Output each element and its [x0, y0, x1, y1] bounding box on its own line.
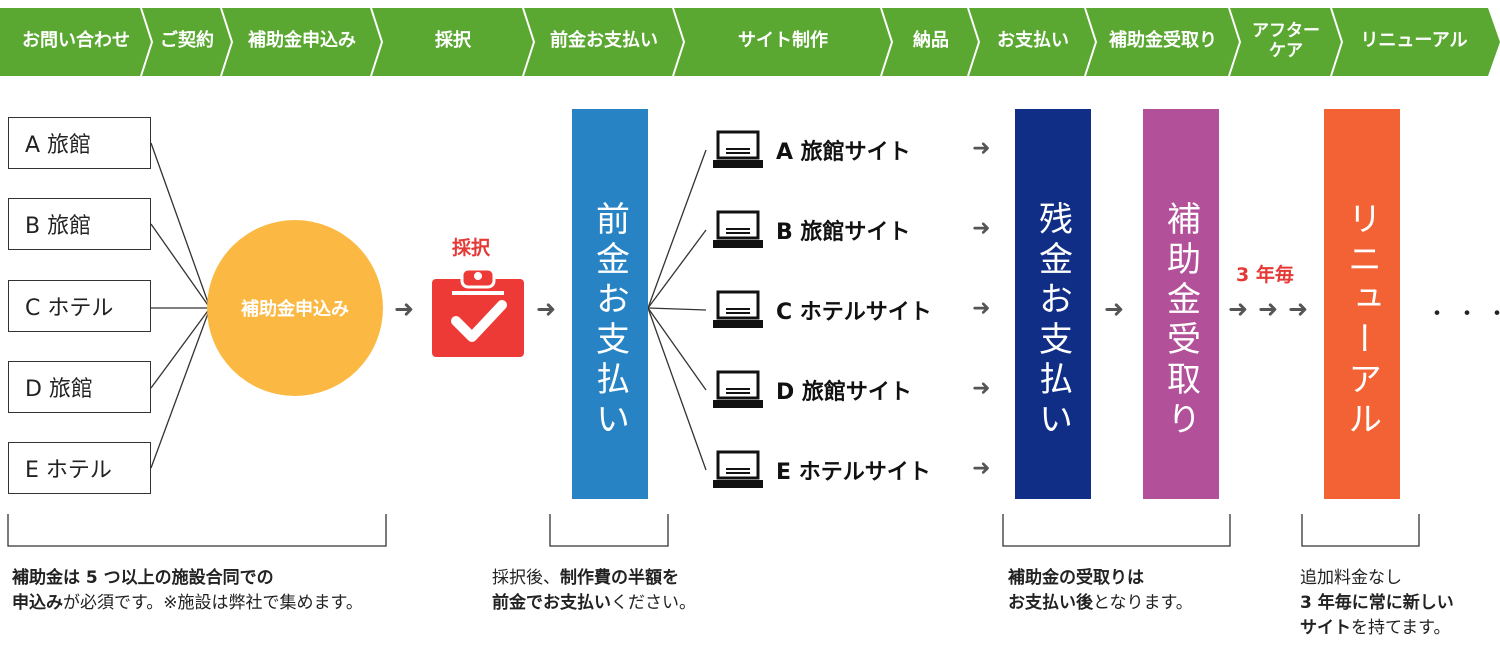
site-item-e: E ホテルサイト	[712, 450, 931, 490]
caption-text: 補助金の受取りは	[1008, 568, 1144, 588]
caption-text: 補助金は 5 つ以上の施設合同での	[12, 568, 274, 588]
arrow-right-icon: ➜	[1288, 295, 1309, 323]
facility-c: C ホテル	[8, 280, 151, 332]
caption-text: 追加料金なし	[1300, 568, 1402, 588]
laptop-icon	[713, 370, 763, 408]
step-renewal: リニューアル	[1360, 30, 1468, 51]
renewal-label: リニューアル	[1341, 201, 1382, 441]
caption-renewal: 追加料金なし 3 年毎に常に新しい サイトを持てます。	[1300, 566, 1498, 641]
caption-application: 補助金は 5 つ以上の施設合同での 申込みが必須です。※施設は弊社で集めます。	[12, 566, 472, 616]
caption-text: お支払い後	[1008, 593, 1093, 613]
step-approval: 採択	[435, 30, 471, 51]
caption-text: 採択後、	[492, 568, 560, 588]
site-label: C ホテルサイト	[776, 300, 932, 325]
laptop-icon	[713, 130, 763, 168]
continuation-ellipsis: ・・・	[1426, 302, 1500, 327]
arrow-right-icon: ➜	[972, 216, 991, 241]
remaining-payment-label: 残金お支払い	[1032, 201, 1073, 441]
renewal-bar: リニューアル	[1324, 109, 1400, 499]
step-advance-payment: 前金お支払い	[550, 30, 658, 51]
arrow-right-icon: ➜	[972, 296, 991, 321]
step-subsidy-receipt: 補助金受取り	[1109, 30, 1217, 51]
caption-text: ください。	[611, 593, 696, 613]
site-item-c: C ホテルサイト	[712, 290, 932, 330]
advance-payment-bar: 前金お支払い	[572, 109, 648, 499]
laptop-icon	[713, 450, 763, 488]
arrow-right-icon: ➜	[394, 295, 415, 323]
subsidy-receipt-bar: 補助金受取り	[1143, 109, 1219, 499]
caption-subsidy: 補助金の受取りは お支払い後となります。	[1008, 566, 1278, 616]
caption-text: 制作費の半額を	[560, 568, 679, 588]
caption-text: を持てます。	[1351, 618, 1451, 638]
arrow-right-icon: ➜	[536, 295, 557, 323]
step-payment: お支払い	[997, 30, 1069, 51]
arrow-right-icon: ➜	[972, 136, 991, 161]
arrow-right-icon: ➜	[972, 456, 991, 481]
interval-label: 3 年毎	[1236, 264, 1294, 286]
facility-d: D 旅館	[8, 361, 151, 413]
site-label: D 旅館サイト	[776, 380, 912, 405]
caption-advance: 採択後、制作費の半額を 前金でお支払いください。	[492, 566, 792, 616]
caption-text: 申込み	[12, 593, 63, 613]
arrow-right-icon: ➜	[1104, 295, 1125, 323]
facility-a: A 旅館	[8, 117, 151, 169]
arrow-right-icon: ➜	[1228, 295, 1249, 323]
process-steps-bar	[0, 7, 1500, 77]
facility-b: B 旅館	[8, 198, 151, 250]
subsidy-application-circle: 補助金申込み	[207, 220, 383, 396]
site-item-b: B 旅館サイト	[712, 210, 910, 250]
caption-text: サイト	[1300, 618, 1351, 638]
site-label: A 旅館サイト	[776, 140, 911, 165]
caption-text: となります。	[1093, 593, 1193, 613]
laptop-icon	[713, 290, 763, 328]
step-subsidy-application: 補助金申込み	[248, 30, 356, 51]
step-contract: ご契約	[160, 30, 214, 51]
step-aftercare: アフター ケア	[1252, 21, 1320, 61]
clipboard-check-icon	[432, 267, 524, 357]
arrow-right-icon: ➜	[972, 376, 991, 401]
laptop-icon	[713, 210, 763, 248]
site-item-a: A 旅館サイト	[712, 130, 911, 170]
step-site-production: サイト制作	[738, 30, 828, 51]
facility-e: E ホテル	[8, 442, 151, 494]
advance-payment-label: 前金お支払い	[589, 201, 630, 441]
caption-text: 3 年毎に常に新しい	[1300, 593, 1454, 613]
remaining-payment-bar: 残金お支払い	[1015, 109, 1091, 499]
subsidy-receipt-label: 補助金受取り	[1160, 201, 1201, 441]
caption-text: 前金でお支払い	[492, 593, 611, 613]
site-label: B 旅館サイト	[776, 220, 911, 245]
approval-label: 採択	[452, 237, 491, 259]
arrow-right-icon: ➜	[1258, 295, 1279, 323]
step-delivery: 納品	[913, 30, 949, 51]
site-label: E ホテルサイト	[776, 460, 931, 485]
site-item-d: D 旅館サイト	[712, 370, 912, 410]
step-inquiry: お問い合わせ	[22, 30, 130, 51]
caption-text: が必須です。※施設は弊社で集めます。	[63, 593, 363, 613]
